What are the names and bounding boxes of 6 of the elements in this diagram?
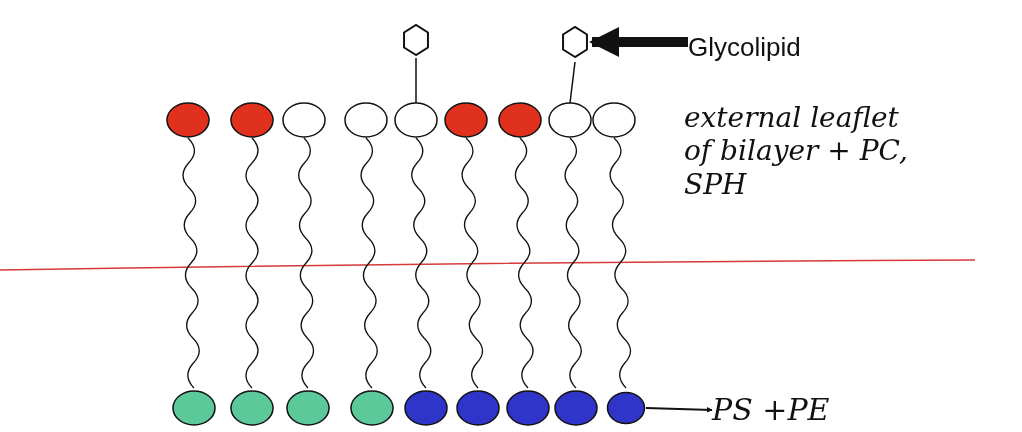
label-text: PS +PE <box>712 390 872 430</box>
label-text: external leaflet of bilayer + PC, SPH <box>684 76 924 226</box>
label-text: Glycolipid <box>688 28 868 68</box>
arrow <box>589 27 688 57</box>
lipid-head <box>606 391 646 425</box>
arrow <box>645 406 713 413</box>
